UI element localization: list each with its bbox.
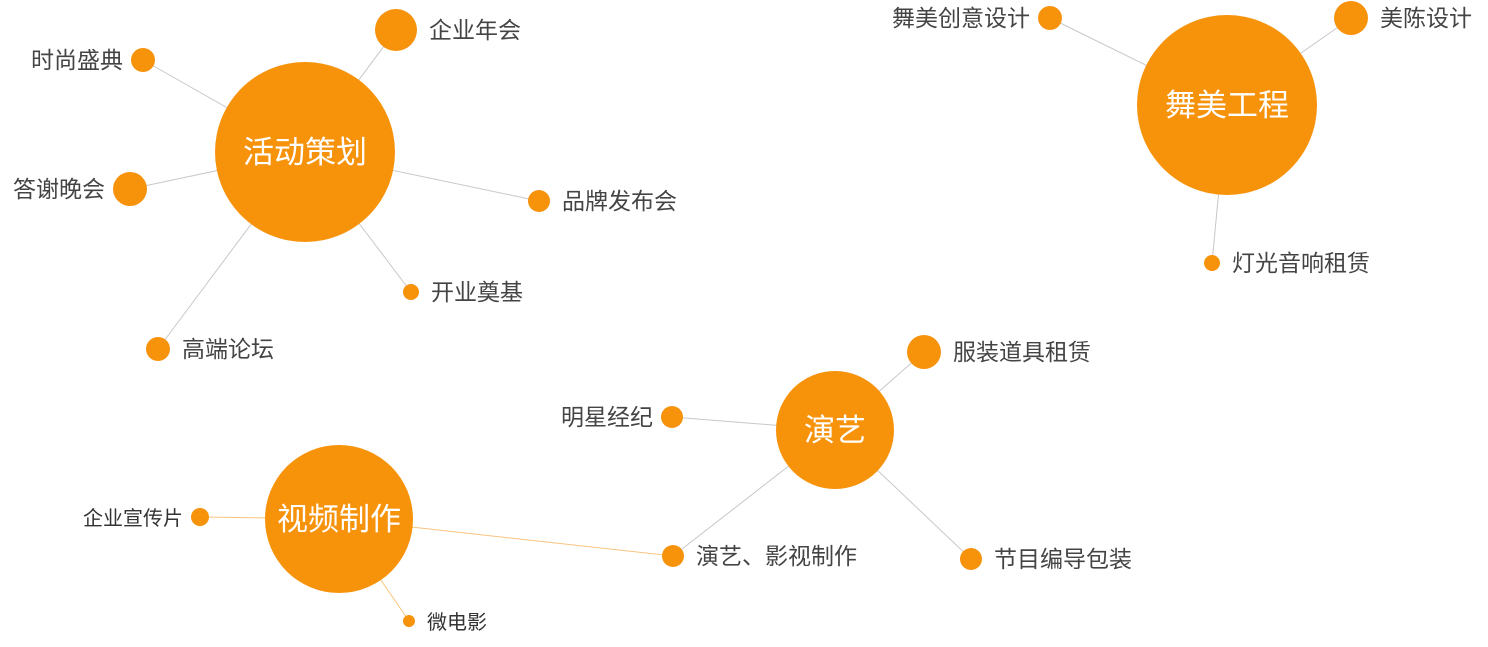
leaf-node[interactable] (1334, 1, 1368, 35)
leaf-node[interactable] (403, 284, 419, 300)
hub-label: 活动策划 (243, 135, 367, 171)
leaf-label: 高端论坛 (182, 337, 274, 363)
leaf-label: 美陈设计 (1380, 6, 1472, 32)
leaf-label: 微电影 (427, 610, 487, 634)
leaf-label: 演艺、影视制作 (696, 544, 857, 570)
leaf-node[interactable] (191, 508, 209, 526)
hub-node[interactable] (215, 62, 395, 242)
leaf-node[interactable] (528, 190, 550, 212)
leaf-node[interactable] (661, 406, 683, 428)
leaf-label: 灯光音响租赁 (1232, 251, 1370, 277)
leaf-label: 节目编导包装 (994, 547, 1132, 573)
leaf-label: 舞美创意设计 (892, 6, 1030, 32)
hub-label: 视频制作 (277, 502, 401, 538)
leaf-label: 品牌发布会 (562, 189, 677, 215)
leaf-node[interactable] (907, 335, 941, 369)
leaf-node[interactable] (146, 337, 170, 361)
hub-node[interactable] (776, 371, 894, 489)
leaf-label: 企业年会 (429, 18, 521, 44)
leaf-label: 开业奠基 (431, 280, 523, 306)
leaf-label: 时尚盛典 (31, 48, 123, 74)
leaf-node[interactable] (1038, 6, 1062, 30)
leaf-label: 企业宣传片 (83, 506, 183, 530)
leaf-node[interactable] (113, 172, 147, 206)
hub-node[interactable] (265, 445, 413, 593)
leaf-node[interactable] (960, 548, 982, 570)
leaf-label: 服装道具租赁 (953, 340, 1091, 366)
hub-label: 舞美工程 (1165, 88, 1289, 124)
leaf-node[interactable] (662, 545, 684, 567)
hub-label: 演艺 (804, 413, 866, 449)
leaf-node[interactable] (403, 615, 415, 627)
leaf-label: 明星经纪 (561, 405, 653, 431)
leaf-node[interactable] (1204, 255, 1220, 271)
leaf-node[interactable] (131, 48, 155, 72)
leaf-label: 答谢晚会 (13, 177, 105, 203)
leaf-node[interactable] (375, 9, 417, 51)
hub-node[interactable] (1137, 15, 1317, 195)
